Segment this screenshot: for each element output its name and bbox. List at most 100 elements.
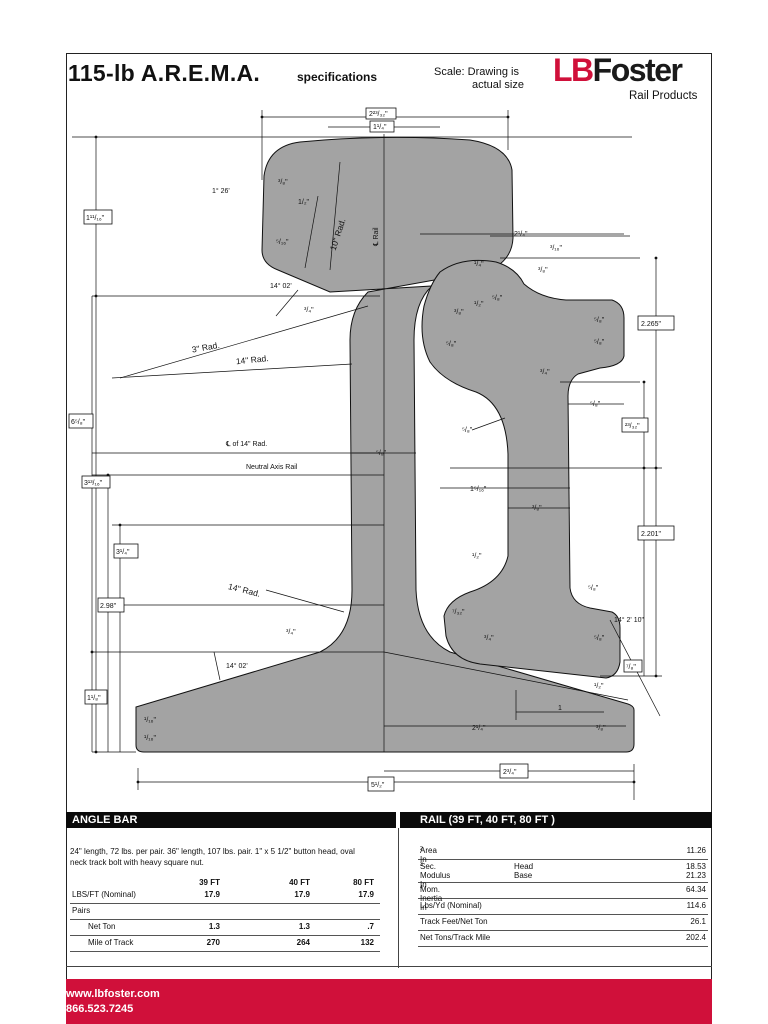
footer-band: www.lbfoster.com 866.523.7245	[66, 979, 712, 1024]
rail-properties-table: Area In 2 11.26 Sec. Modulus In 3 Head 1…	[418, 844, 708, 947]
label-three-rad: 3" Rad.	[191, 340, 220, 355]
spec-sheet-frame	[66, 53, 712, 1024]
row-label: Mile of Track	[88, 938, 134, 947]
lbs-value: 114.6	[686, 901, 706, 910]
rail-heading: RAIL (39 FT, 40 FT, 80 FT )	[400, 812, 712, 828]
label-angle-2: 14° 02'	[270, 282, 292, 290]
label-fourteen-rad-2: 14" Rad.	[227, 581, 261, 599]
label-dim-1-2: 1/₂"	[298, 199, 310, 206]
label-bar-3-4: ³/₄"	[540, 369, 550, 376]
head-value: 18.53	[685, 862, 706, 871]
table-row: Mile of Track 270 264 132	[70, 936, 380, 952]
label-bar-2-265: 2.265"	[641, 321, 662, 328]
cell: .7	[367, 922, 374, 931]
cell: 17.9	[358, 890, 374, 899]
table-row: LBS/FT (Nominal) 17.9 17.9 17.9	[70, 888, 380, 904]
table-row: Lbs/Yd (Nominal) 114.6	[418, 899, 708, 915]
label-cl-14-rad: ℄ of 14" Rad.	[225, 441, 267, 448]
label-dim-2-98: 2.98"	[100, 603, 117, 610]
label-bar-2-1-4: 2¹/₄"	[514, 231, 528, 238]
page-title: 115-lb A.R.E.M.A.	[68, 60, 261, 86]
row-label: Net Ton	[88, 922, 116, 931]
col-header-80ft: 80 FT	[353, 878, 374, 887]
label-bar-5-8g: ⁵/₈"	[590, 401, 601, 408]
label-angle-3: 14° 02'	[226, 662, 248, 670]
row-label: Pairs	[72, 906, 91, 915]
table-row: Net Tons/Track Mile 202.4	[418, 931, 708, 947]
label-bar-3-8d: ³/₈"	[596, 725, 606, 732]
page-subtitle: specifications	[297, 70, 378, 84]
table-row: Net Ton 1.3 1.3 .7	[70, 920, 380, 936]
label-half-base: 2¹/₄"	[472, 725, 486, 732]
area-label: Area In	[420, 846, 437, 864]
table-row: Area In 2 11.26	[418, 844, 708, 864]
scale-note: Scale: Drawing is actual size	[434, 66, 524, 92]
lbs-label: Lbs/Yd (Nominal)	[420, 901, 482, 910]
label-bar-5-8h: ⁵/₈"	[462, 427, 473, 434]
label-base-width: 5¹/₂"	[371, 782, 385, 789]
label-rail-cl: ℄ Rail	[373, 227, 380, 247]
cell: 17.9	[294, 890, 310, 899]
label-bar-7-8: ⁷/₈"	[626, 664, 636, 671]
label-bar-5-8d: ⁵/₈"	[446, 341, 457, 348]
logo-foster: Foster	[592, 52, 683, 88]
label-angle-4: 14° 2' 10"	[614, 616, 644, 624]
section-divider	[398, 828, 399, 968]
secmod-label: Sec. Modulus In	[420, 862, 451, 889]
label-base-half-2: 2³/₄"	[503, 769, 517, 776]
label-neutral-axis: Neutral Axis Rail	[246, 464, 298, 471]
mom-sup: 4	[420, 885, 423, 891]
label-bar-7-32: ⁷/₃₂"	[452, 609, 465, 616]
label-dim-5-16: ⁵/₁₆"	[276, 239, 289, 246]
feet-label: Track Feet/Net Ton	[420, 917, 488, 926]
label-toe-1: ¹/₁₆"	[144, 717, 156, 724]
area-sup: 2	[420, 846, 423, 852]
row-label: LBS/FT (Nominal)	[72, 890, 136, 899]
label-rail-height: 6⁵/₈"	[71, 419, 86, 426]
label-bar-3-8b: ³/₈"	[454, 309, 464, 316]
tons-value: 202.4	[685, 933, 706, 942]
label-na-height: 3¹³/₁₆"	[84, 480, 103, 487]
joint-bar-profile	[421, 259, 625, 679]
logo-subtitle: Rail Products	[629, 90, 698, 102]
area-value: 11.26	[686, 846, 706, 855]
label-bar-3-8a: ³/₈"	[538, 267, 548, 274]
footer-url[interactable]: www.lbfoster.com	[66, 988, 160, 1000]
label-base-height: 1¹/₈"	[87, 695, 101, 702]
construction-lines	[72, 110, 662, 800]
lbfoster-logo: LBFoster	[553, 52, 683, 89]
label-bar-1-2b: ¹/₂"	[472, 553, 482, 560]
label-bar-1-2c: ¹/₂"	[594, 683, 604, 690]
label-bar-23-32: ²³/₃₂"	[625, 423, 640, 430]
label-head-depth: 1¹¹/₁₆"	[86, 215, 105, 222]
cell: 17.9	[204, 890, 220, 899]
label-angle-1: 1° 26'	[212, 187, 230, 195]
label-bar-1-2: ¹/₂"	[474, 301, 484, 308]
cell: 1.3	[298, 922, 310, 931]
table-header-row: 39 FT 40 FT 80 FT	[70, 876, 380, 888]
table-row: Sec. Modulus In 3 Head 18.53 Base 21.23	[418, 860, 708, 889]
angle-bar-description: 24" length, 72 lbs. per pair. 36" length…	[70, 847, 355, 867]
label-head-width: 2²³/₃₂"	[369, 111, 388, 118]
mom-value: 64.34	[685, 885, 706, 894]
label-bar-5-8a: ⁵/₈"	[492, 295, 503, 302]
bottom-rule	[66, 966, 712, 967]
label-dim-3-8: ³/₈"	[278, 179, 288, 186]
secmod-sup: 3	[420, 862, 423, 868]
label-bar-5-8c: ⁵/₈"	[594, 339, 605, 346]
label-top-width: 1¹/₄"	[373, 124, 387, 131]
label-bar-3-16: ³/₁₆"	[550, 245, 562, 252]
label-web-thick: ⁵/₈"	[376, 450, 387, 457]
label-bar-5-8b: ⁵/₈"	[594, 317, 605, 324]
cell: 1.3	[208, 922, 220, 931]
cell: 132	[360, 938, 374, 947]
base-label: Base	[514, 871, 533, 880]
footer-phone[interactable]: 866.523.7245	[66, 1003, 134, 1015]
col-header-40ft: 40 FT	[289, 878, 310, 887]
cell: 270	[206, 938, 220, 947]
head-label: Head	[514, 862, 534, 871]
table-row: Track Feet/Net Ton 26.1	[418, 915, 708, 931]
label-bar-3-8c: ³/₈"	[532, 505, 542, 512]
label-bar-2-201: 2.201"	[641, 531, 662, 538]
